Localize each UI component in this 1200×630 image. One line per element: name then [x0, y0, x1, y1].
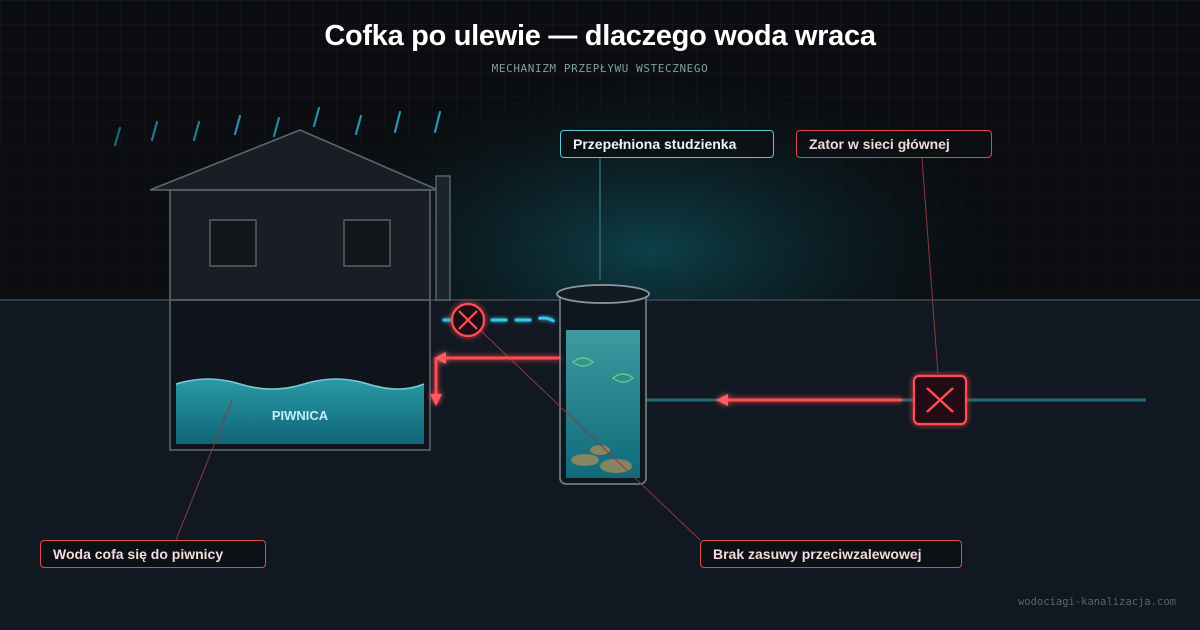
- sediment-stone: [600, 459, 632, 473]
- manhole-rim: [556, 284, 650, 304]
- callout-main-sewer-blockage: Zator w sieci głównej: [796, 130, 992, 158]
- basement: [169, 299, 431, 451]
- sediment-stone: [571, 454, 599, 466]
- watermark: wodociagi-kanalizacja.com: [1017, 596, 1176, 608]
- debris-leaf-icon: [611, 373, 635, 383]
- page-title: Cofka po ulewie — dlaczego woda wraca: [324, 20, 876, 52]
- debris-leaf-icon: [571, 357, 595, 367]
- callout-connectors: [175, 157, 939, 541]
- house-walls: [169, 189, 431, 301]
- x-mark-icon: [912, 374, 968, 426]
- rain-drops-icon: [113, 106, 442, 147]
- house-window-left: [209, 219, 257, 267]
- sediment-stone: [590, 445, 610, 455]
- downpipe: [435, 175, 451, 301]
- x-mark-icon: [450, 302, 486, 338]
- callout-missing-backflow-valve: Brak zasuwy przeciwzalewowej: [700, 540, 962, 568]
- page-subtitle: MECHANIZM PRZEPŁYWU WSTECZNEGO: [491, 62, 709, 75]
- house-drain-pipe: [442, 316, 562, 328]
- basement-water-label: PIWNICA: [271, 408, 329, 423]
- house: [149, 129, 439, 301]
- backflow-arrows: [430, 352, 902, 406]
- callout-overflowing-manhole: Przepełniona studzienka: [560, 130, 774, 158]
- callout-water-backflow: Woda cofa się do piwnicy: [40, 540, 266, 568]
- basement-water: [176, 379, 424, 444]
- house-window-right: [343, 219, 391, 267]
- manhole: [556, 284, 650, 485]
